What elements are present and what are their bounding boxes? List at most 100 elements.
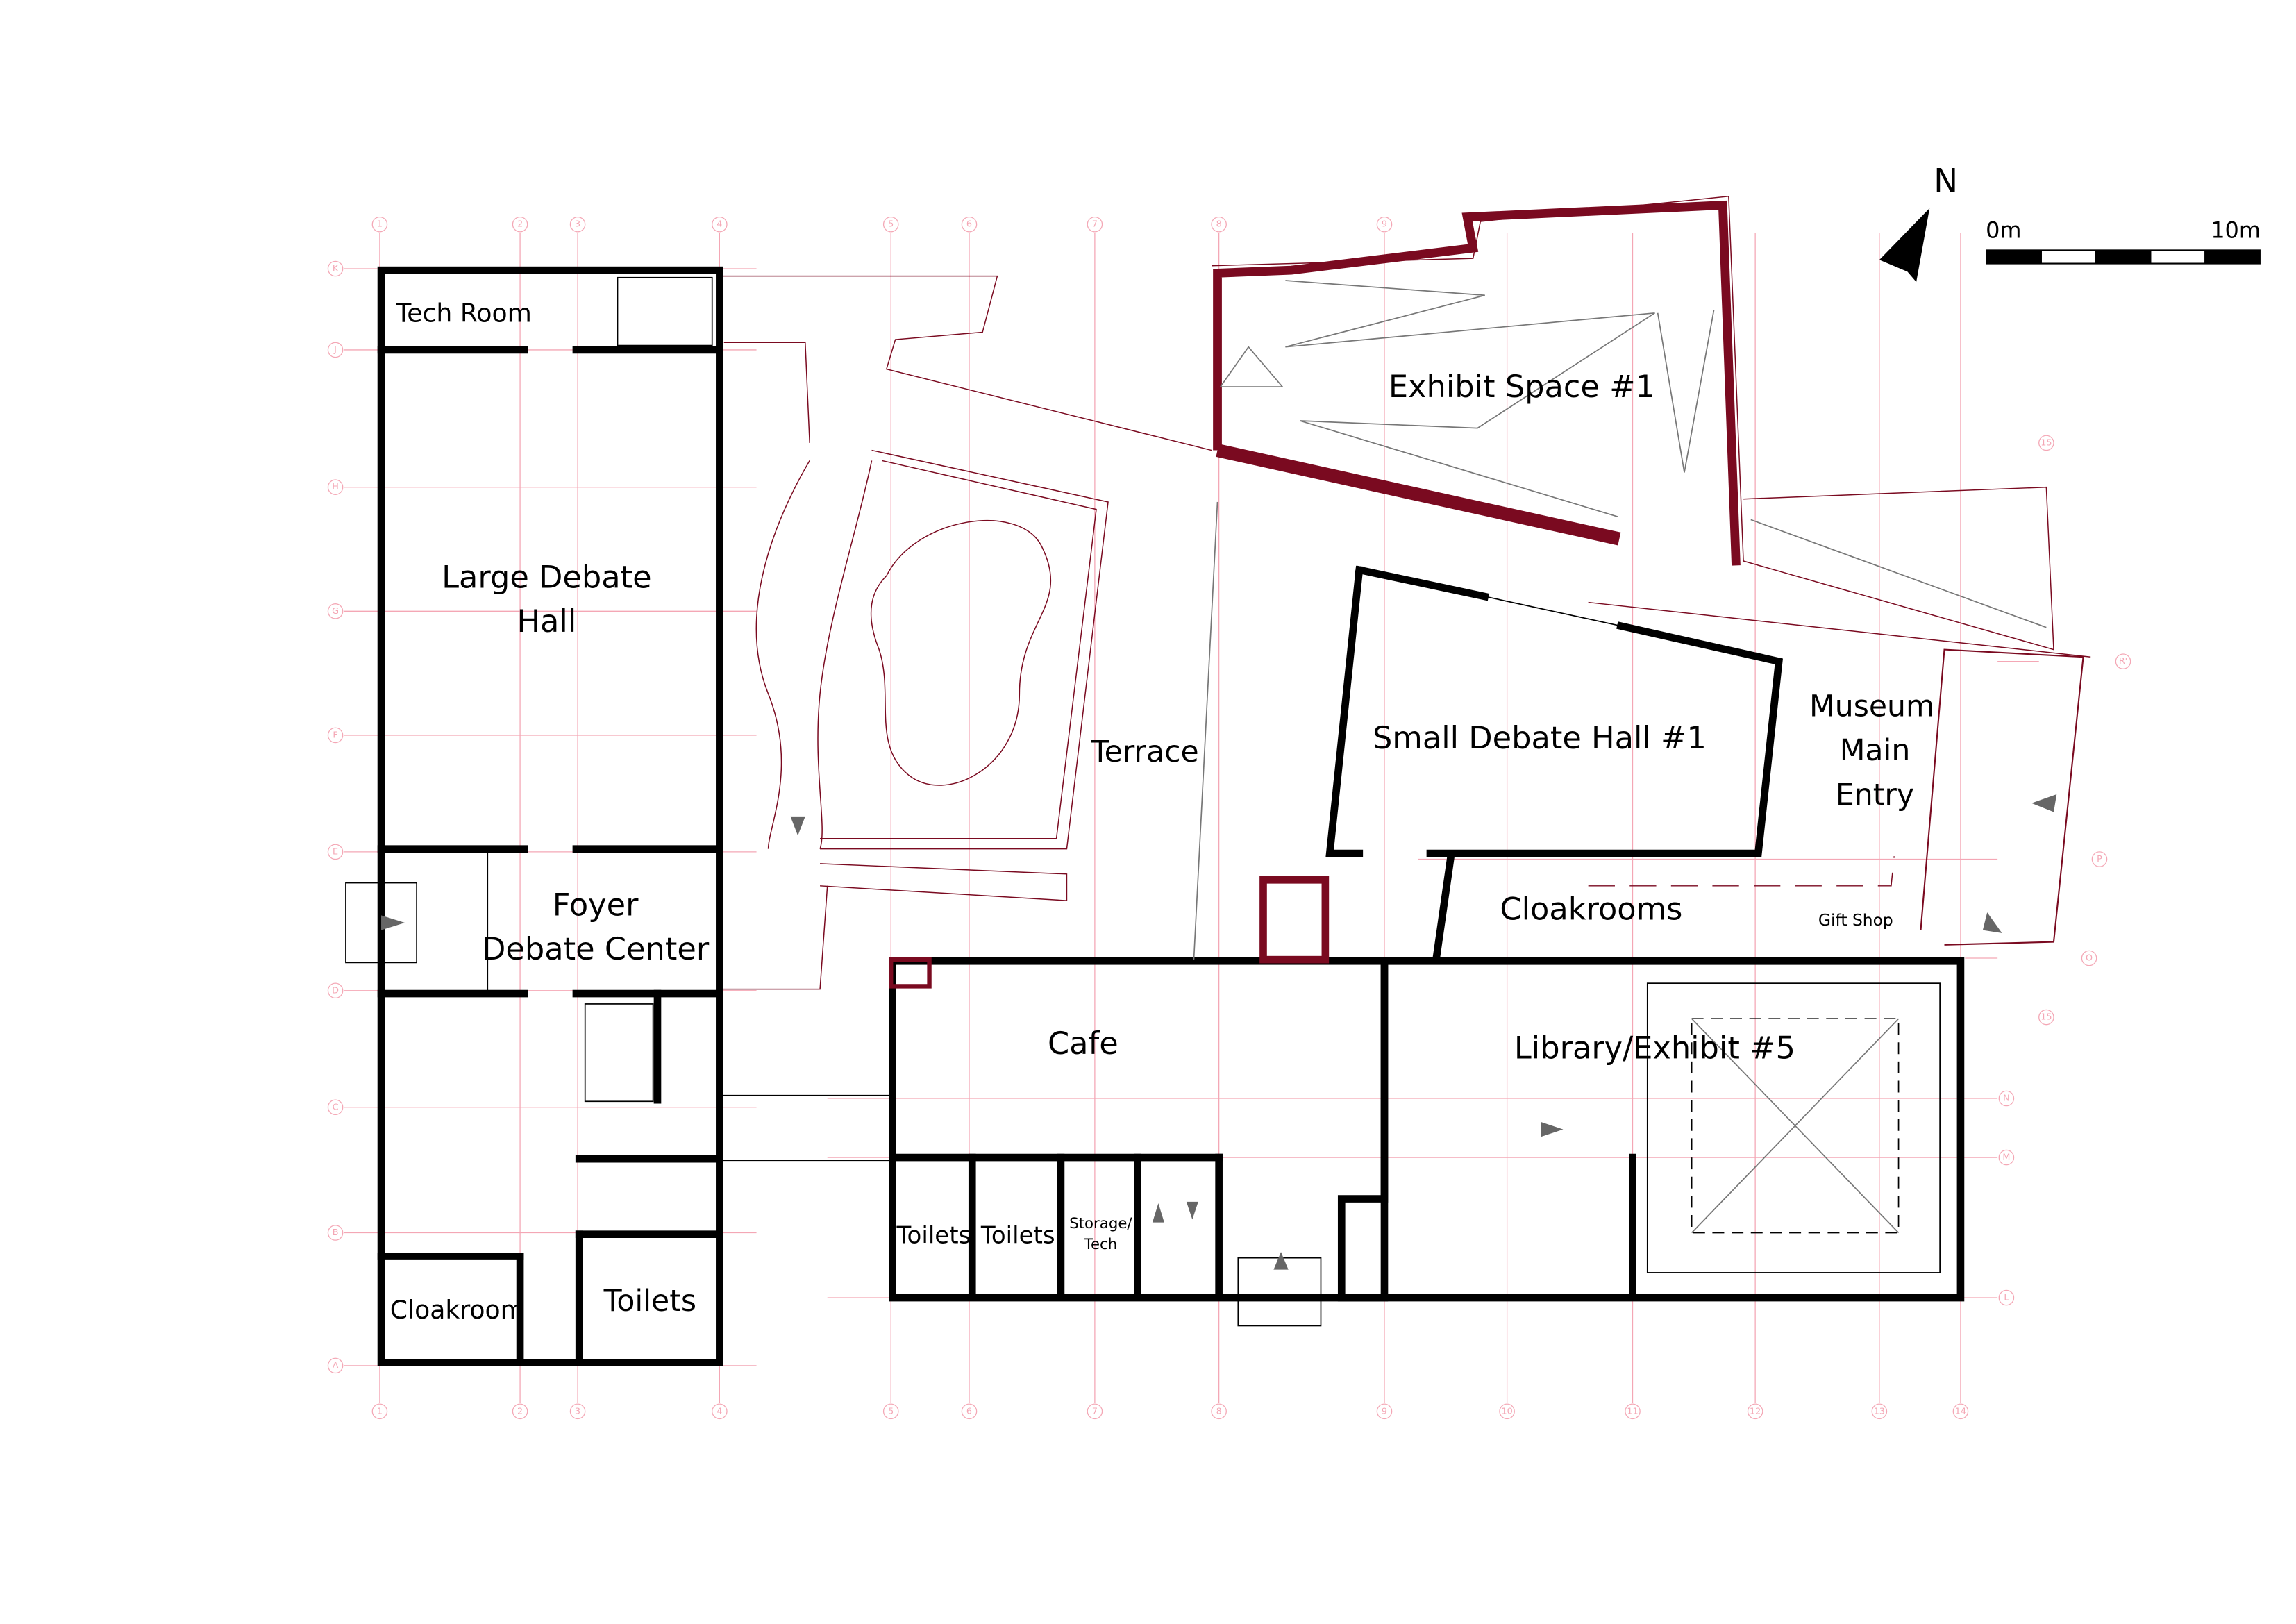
grid-bubble (327, 1225, 344, 1241)
grid-bubble (327, 982, 344, 999)
grid-bubble (1499, 1403, 1515, 1420)
grid-bubble (1871, 1403, 1888, 1420)
label-terrace: Terrace (1091, 735, 1199, 769)
grid-bubble (512, 216, 528, 233)
grid-bubble (327, 479, 344, 495)
grid-bubble (327, 1357, 344, 1374)
label-debate-center: Debate Center (482, 931, 710, 967)
grid-bubble (512, 1403, 528, 1420)
grid-bubble (327, 260, 344, 277)
label-large-debate-hall-2: Hall (517, 603, 576, 639)
grid-label: B (333, 1228, 339, 1238)
grid-bubble (1211, 1403, 1227, 1420)
grid-bubble (327, 1099, 344, 1116)
grid-label: 11 (1627, 1406, 1638, 1416)
small-debate-hall-walls (1193, 501, 2084, 964)
grid-bubble (2038, 435, 2054, 451)
library-block-walls (1337, 957, 1965, 1302)
grid-label: 5 (888, 219, 894, 230)
grid-label: 9 (1382, 1406, 1387, 1416)
label-toilets-b: Toilets (980, 1221, 1055, 1249)
grid-bubble (2115, 653, 2131, 669)
grid-label: P (2097, 854, 2102, 864)
label-storage: Storage/ (1069, 1215, 1132, 1232)
grid-label: 10 (1501, 1406, 1512, 1416)
north-label: N (1934, 162, 1958, 200)
label-entry: Entry (1836, 778, 1914, 812)
grid-bubble (327, 844, 344, 860)
label-museum: Museum (1809, 689, 1934, 723)
grid-label: 1 (377, 1406, 383, 1416)
grid-bubble (1087, 216, 1103, 233)
label-large-debate-hall: Large Debate (442, 559, 652, 595)
grid-label: 4 (717, 1406, 722, 1416)
cafe-block-walls (719, 957, 1389, 1327)
grid-bubble (961, 216, 978, 233)
grid-label: L (2004, 1293, 2009, 1303)
grid-bubble (882, 216, 899, 233)
grid-label: D (332, 985, 339, 996)
label-small-debate-hall: Small Debate Hall #1 (1373, 720, 1707, 756)
grid-label: 2 (517, 1406, 523, 1416)
north-arrow-icon (1879, 208, 1930, 283)
grid-label: 7 (1092, 1406, 1098, 1416)
grid-bubble (327, 727, 344, 744)
grid-label: F (333, 730, 337, 740)
grid-label: A (333, 1360, 339, 1371)
grid-bubble (1998, 1090, 2015, 1107)
grid-bubble (2038, 1009, 2054, 1026)
grid-label: 3 (575, 1406, 580, 1416)
grid-label: 6 (966, 1406, 972, 1416)
terrace-outline (719, 275, 1212, 990)
grid-bubble (327, 342, 344, 358)
left-block-walls (345, 266, 723, 1366)
grid-label: R' (2119, 656, 2127, 667)
grid-bubble (1747, 1403, 1763, 1420)
grid-label: 12 (1750, 1406, 1761, 1416)
stair-arrow-icon (381, 915, 405, 930)
stair-arrow-icon (1273, 1252, 1289, 1270)
grid-label: 13 (1874, 1406, 1885, 1416)
label-foyer: Foyer (553, 887, 639, 923)
grid-label: 1 (377, 219, 383, 230)
grid-label: 5 (888, 1406, 894, 1416)
label-toilets-a: Toilets (896, 1221, 971, 1249)
grid-bubble (712, 216, 728, 233)
label-tech-room: Tech Room (395, 299, 532, 328)
grid-bubble (882, 1403, 899, 1420)
grid-bubble (1376, 1403, 1393, 1420)
grid-bubble (327, 603, 344, 619)
label-exhibit-space: Exhibit Space #1 (1389, 369, 1655, 405)
grid-label: O (2086, 953, 2093, 964)
grid-bubble (1998, 1289, 2015, 1306)
grid-label: N (2003, 1094, 2010, 1104)
label-tech: Tech (1084, 1236, 1118, 1253)
grid-label: 9 (1382, 219, 1387, 230)
grid-label: J (333, 344, 337, 355)
stair-arrow-icon (2031, 794, 2057, 812)
grid-label: M (2002, 1153, 2010, 1163)
grid-bubble (1998, 1149, 2015, 1166)
label-cafe: Cafe (1048, 1026, 1118, 1062)
grid-bubble (569, 1403, 586, 1420)
grid-bubble (2081, 950, 2097, 966)
grid-label: E (333, 846, 338, 857)
grid-label: 6 (966, 219, 972, 230)
grid-label: 4 (717, 219, 722, 230)
grid-bubble (569, 216, 586, 233)
stair-arrow-icon (1186, 1201, 1198, 1220)
label-cloakrooms: Cloakrooms (1500, 891, 1682, 928)
scale-bar: 0m 10m (1986, 217, 2261, 265)
label-main: Main (1840, 734, 1911, 768)
grid-label: 2 (517, 219, 523, 230)
stair-arrows (381, 794, 2057, 1270)
scale-start-label: 0m (1986, 217, 2021, 243)
grid-bubble (1625, 1403, 1641, 1420)
stair-arrow-icon (790, 816, 805, 836)
grid-bubble (712, 1403, 728, 1420)
grid-label: 15 (2041, 437, 2052, 448)
grid-label: 3 (575, 219, 580, 230)
scale-end-label: 10m (2211, 217, 2261, 243)
